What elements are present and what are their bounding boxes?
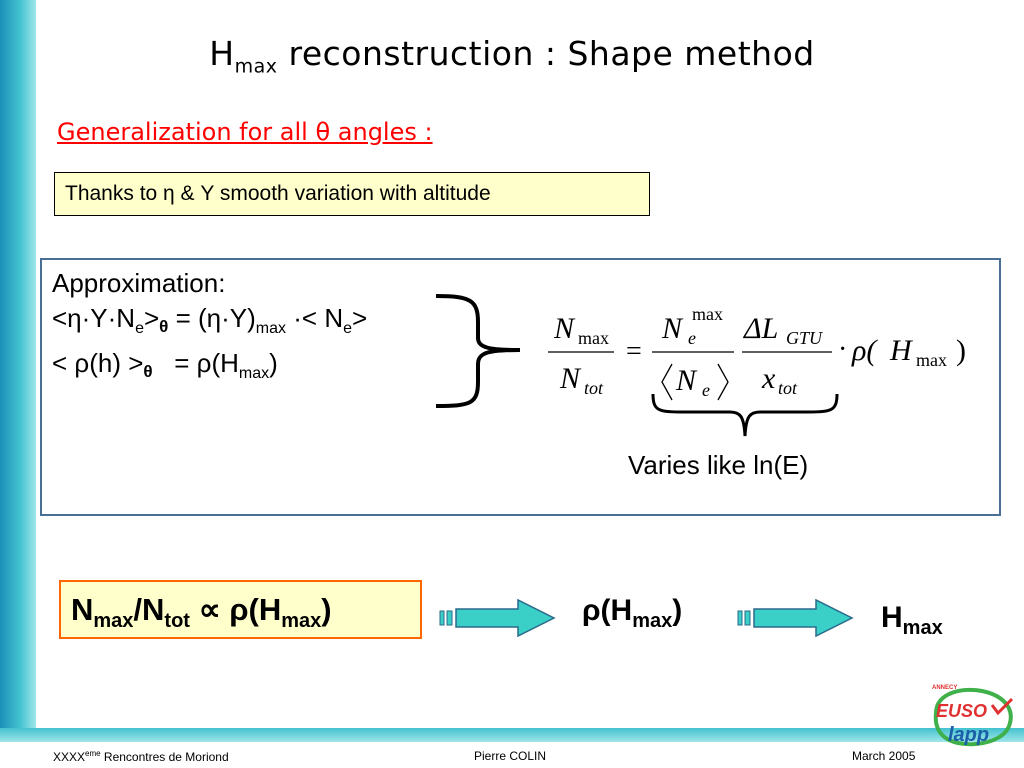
footer-center: Pierre COLIN (474, 749, 547, 763)
slide-title: Hmax reconstruction : Shape method (209, 34, 815, 78)
footer-right: March 2005 (852, 749, 916, 763)
left-decor-bar (0, 0, 36, 742)
approximation-text: Approximation: <η·Y·Ne>θ = (η·Y)max ·< N… (52, 266, 367, 391)
svg-text:x: x (761, 362, 776, 395)
rho-hmax-label: ρ(Hmax) (582, 594, 683, 632)
subtitle: Generalization for all θ angles : (57, 118, 433, 146)
note-box: Thanks to η & Y smooth variation with al… (54, 172, 650, 216)
svg-text:ΔL: ΔL (743, 312, 778, 345)
arrow-right-icon (737, 598, 854, 638)
svg-text:tot: tot (584, 378, 604, 398)
result-formula-box: Nmax/Ntot ∝ ρ(Hmax) (59, 580, 422, 639)
footer-left: XXXXeme Rencontres de Moriond (53, 749, 229, 764)
under-brace (651, 393, 839, 437)
svg-text:e: e (702, 380, 710, 400)
svg-text:): ) (956, 334, 966, 367)
svg-text:N: N (553, 312, 576, 345)
approximation-heading: Approximation: (52, 268, 226, 298)
approximation-box (40, 258, 1001, 516)
svg-text:ρ(: ρ( (851, 334, 878, 367)
approximation-line-2: < ρ(h) >θ = ρ(Hmax) (52, 348, 278, 383)
svg-text:N: N (661, 312, 684, 345)
hmax-label: Hmax (881, 601, 943, 639)
svg-text:N: N (675, 364, 698, 397)
svg-text:lapp: lapp (948, 724, 989, 746)
svg-text:·: · (838, 334, 847, 365)
svg-text:ANNECY: ANNECY (932, 685, 957, 691)
bottom-decor-bar (0, 728, 1024, 742)
svg-text:max: max (578, 328, 609, 348)
shape-equation: N max N tot = N max e N e ΔL GTU x tot ·… (548, 304, 966, 401)
svg-text:H: H (889, 334, 914, 367)
svg-text:GTU: GTU (786, 328, 823, 348)
euso-lapp-logo: ANNECY EUSO lapp (932, 685, 1014, 747)
svg-text:=: = (626, 336, 642, 367)
varies-label: Varies like ln(E) (628, 450, 809, 480)
arrow-right-icon (439, 598, 556, 638)
approximation-line-1: <η·Y·Ne>θ = (η·Y)max ·< Ne> (52, 303, 368, 338)
svg-text:max: max (916, 350, 947, 370)
right-brace (435, 294, 521, 408)
svg-text:N: N (559, 362, 582, 395)
svg-text:tot: tot (778, 378, 798, 398)
svg-text:EUSO: EUSO (936, 701, 987, 721)
svg-text:e: e (688, 328, 696, 348)
svg-text:max: max (692, 304, 723, 324)
